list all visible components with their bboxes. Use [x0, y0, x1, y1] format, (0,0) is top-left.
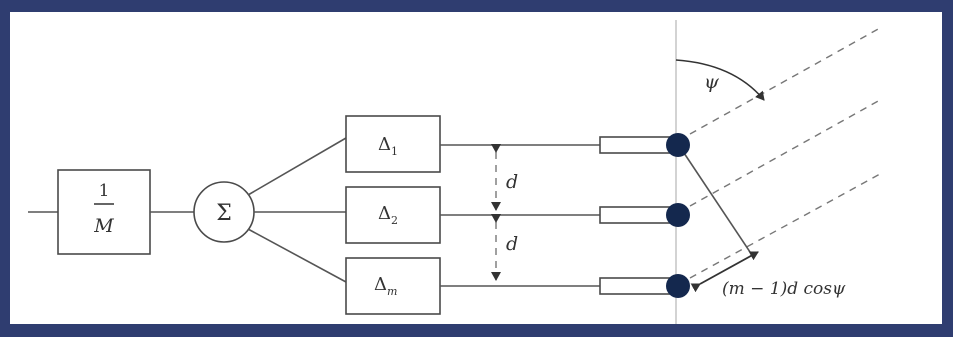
delay-block-2: [345, 186, 441, 244]
gain-block: [57, 169, 151, 255]
ray-1: [689, 27, 881, 135]
delay-m-label: Δm: [374, 274, 397, 298]
gain-numerator: 1: [99, 181, 110, 201]
delay-block-m: [345, 257, 441, 315]
feed-stub-m: [599, 277, 673, 295]
sum-to-delay-m-line: [247, 228, 347, 283]
array-element-m: [666, 274, 690, 298]
ray-2: [689, 99, 881, 207]
delay-block-1: [345, 115, 441, 173]
delay-1-label: Δ1: [378, 134, 398, 158]
sum-to-delay-1-line: [247, 137, 347, 196]
path-difference-label: (m − 1)d cosψ: [722, 279, 846, 299]
gain-denominator: M: [93, 215, 114, 237]
summer-symbol: Σ: [216, 201, 232, 226]
path-difference-arrow: [690, 251, 759, 293]
feed-stub-2: [599, 206, 673, 224]
spacing-label-2: d: [506, 233, 518, 255]
spacing-label-1: d: [506, 171, 518, 193]
array-element-2: [666, 203, 690, 227]
delay-2-label: Δ2: [378, 203, 398, 227]
array-element-1: [666, 133, 690, 157]
antenna-array-diagram: 1 M Σ Δ1 Δ2 Δm d d ψ (m − 1)d cosψ: [28, 20, 881, 324]
angle-label: ψ: [704, 71, 720, 93]
feed-stub-1: [599, 136, 673, 154]
angle-arc: [675, 59, 765, 101]
wavefront-line: [681, 149, 755, 259]
ray-m: [689, 173, 881, 279]
diagram-panel: 1 M Σ Δ1 Δ2 Δm d d ψ (m − 1)d cosψ: [10, 12, 942, 324]
